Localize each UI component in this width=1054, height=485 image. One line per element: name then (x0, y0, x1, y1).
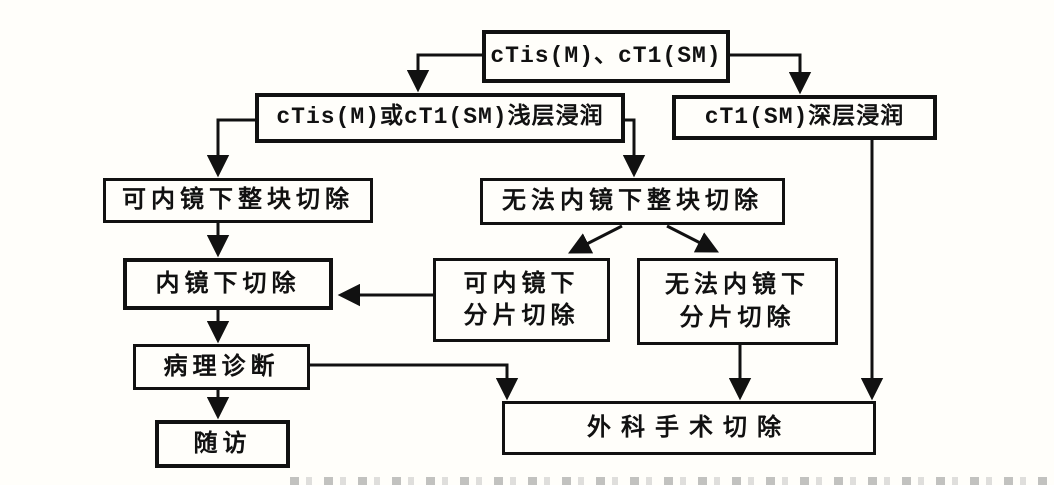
node-enbloc-resection-impossible: 无法内镜下整块切除 (480, 178, 785, 225)
edge-superficial-to-enbloc-impossible (622, 118, 646, 178)
edge-pathology-to-surgery (310, 363, 519, 401)
node-root: cTis(M)、cT1(SM) (482, 30, 730, 83)
edge-enbloc-impossible-to-piecemeal-impossible (666, 224, 720, 253)
node-deep-invasion: cT1(SM)深层浸润 (672, 95, 937, 140)
node-surgical-resection: 外科手术切除 (502, 401, 876, 455)
node-endoscopic-resection: 内镜下切除 (123, 258, 333, 310)
node-enbloc-resection-possible: 可内镜下整块切除 (103, 178, 373, 223)
node-superficial-invasion: cTis(M)或cT1(SM)浅层浸润 (255, 93, 625, 143)
node-followup: 随访 (155, 420, 290, 468)
edge-superficial-to-enbloc-possible (206, 118, 255, 178)
edge-root-to-deep (730, 53, 812, 95)
node-piecemeal-resection-possible: 可内镜下 分片切除 (433, 258, 610, 342)
cropped-caption-remnant (290, 477, 1050, 485)
edge-root-to-superficial (406, 53, 482, 93)
node-piecemeal-resection-impossible: 无法内镜下 分片切除 (637, 258, 838, 345)
node-pathology-diagnosis: 病理诊断 (133, 344, 310, 390)
edge-enbloc-impossible-to-piecemeal-possible (567, 224, 623, 254)
